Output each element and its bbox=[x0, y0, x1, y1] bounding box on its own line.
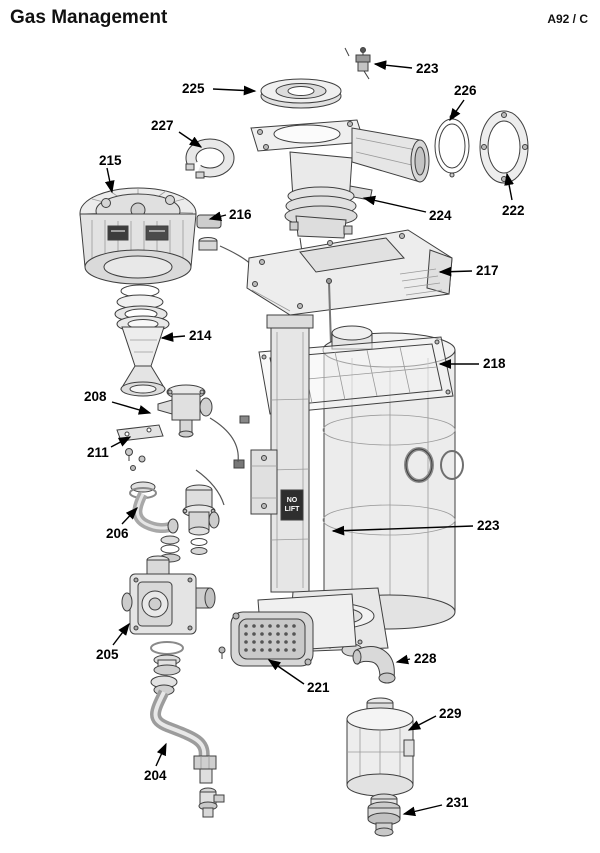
part-229-canister bbox=[346, 697, 415, 797]
callout-arrow-228 bbox=[395, 654, 411, 665]
part-211-bracket bbox=[116, 424, 164, 471]
callout-arrow-223 bbox=[331, 525, 474, 536]
part-label-222: 222 bbox=[502, 203, 525, 218]
part-224-flange-tube bbox=[250, 119, 430, 201]
callout-arrow-206 bbox=[121, 506, 138, 525]
part-label-216: 216 bbox=[229, 207, 252, 222]
part-206-elbow bbox=[129, 481, 181, 563]
part-label-231: 231 bbox=[446, 795, 469, 810]
callout-arrow-215 bbox=[104, 167, 115, 194]
callout-arrow-223 bbox=[373, 60, 413, 71]
callout-arrow-204 bbox=[155, 742, 167, 767]
callout-arrow-211 bbox=[110, 436, 132, 448]
part-label-224: 224 bbox=[429, 208, 452, 223]
part-label-215: 215 bbox=[99, 153, 122, 168]
part-217-duct bbox=[246, 229, 453, 316]
part-215-blower bbox=[79, 187, 197, 323]
part-208-valve bbox=[157, 384, 213, 438]
callout-arrow-208 bbox=[111, 401, 152, 415]
part-223-column: NO LIFT bbox=[266, 314, 314, 593]
part-227-clamp bbox=[184, 138, 235, 180]
callout-arrow-224 bbox=[362, 195, 427, 213]
part-label-204: 204 bbox=[144, 768, 167, 783]
part-label-206: 206 bbox=[106, 526, 129, 541]
part-225-grommet bbox=[260, 78, 342, 109]
part-label-211: 211 bbox=[87, 445, 109, 460]
part-223-main-body bbox=[322, 278, 456, 630]
part-231-fitting bbox=[367, 793, 401, 837]
part-205-gas-valve bbox=[121, 555, 216, 676]
part-label-228: 228 bbox=[414, 651, 437, 666]
part-label-218: 218 bbox=[483, 356, 506, 371]
callout-arrow-205 bbox=[112, 622, 130, 646]
part-label-223: 223 bbox=[477, 518, 500, 533]
part-226-ring bbox=[434, 114, 470, 178]
part-label-229: 229 bbox=[439, 706, 462, 721]
part-label-227: 227 bbox=[151, 118, 174, 133]
part-label-223: 223 bbox=[416, 61, 439, 76]
callout-arrow-222 bbox=[504, 172, 514, 201]
callout-arrow-231 bbox=[402, 804, 443, 817]
callout-arrow-214 bbox=[160, 332, 186, 342]
part-228-elbow bbox=[352, 646, 396, 684]
callout-arrow-221 bbox=[267, 659, 305, 685]
part-221-burner-door bbox=[218, 593, 357, 667]
part-oring-pair bbox=[404, 447, 464, 483]
part-216-cap bbox=[196, 214, 255, 269]
part-223-sensor bbox=[344, 47, 371, 80]
part-control-box bbox=[195, 415, 278, 515]
no-lift-label: NO bbox=[287, 497, 298, 504]
part-222-ring bbox=[479, 110, 529, 184]
part-label-205: 205 bbox=[96, 647, 119, 662]
page-title: Gas Management bbox=[10, 7, 168, 28]
callout-arrow-225 bbox=[212, 85, 257, 96]
callout-arrow-216 bbox=[208, 211, 227, 222]
part-label-225: 225 bbox=[182, 81, 205, 96]
callout-layer: 223 225 226 227 215 222 216 224 217 214 218 208 211 2… bbox=[84, 60, 525, 817]
part-label-217: 217 bbox=[476, 263, 499, 278]
callout-arrow-217 bbox=[438, 266, 473, 277]
part-label-221: 221 bbox=[307, 680, 330, 695]
part-mixer-housing bbox=[284, 151, 358, 253]
callout-arrow-226 bbox=[449, 99, 465, 122]
part-small-valve-stack bbox=[182, 484, 220, 555]
callout-arrow-227 bbox=[178, 131, 203, 148]
callout-arrow-229 bbox=[407, 715, 437, 731]
doc-code: A92 / C bbox=[547, 12, 588, 26]
no-lift-label: LIFT bbox=[285, 506, 300, 513]
part-label-214: 214 bbox=[189, 328, 212, 343]
part-204-pipe bbox=[150, 675, 225, 818]
part-214-venturi bbox=[116, 315, 170, 397]
page-header: Gas Management A92 / C bbox=[0, 0, 600, 29]
part-label-226: 226 bbox=[454, 83, 477, 98]
part-label-208: 208 bbox=[84, 389, 107, 404]
